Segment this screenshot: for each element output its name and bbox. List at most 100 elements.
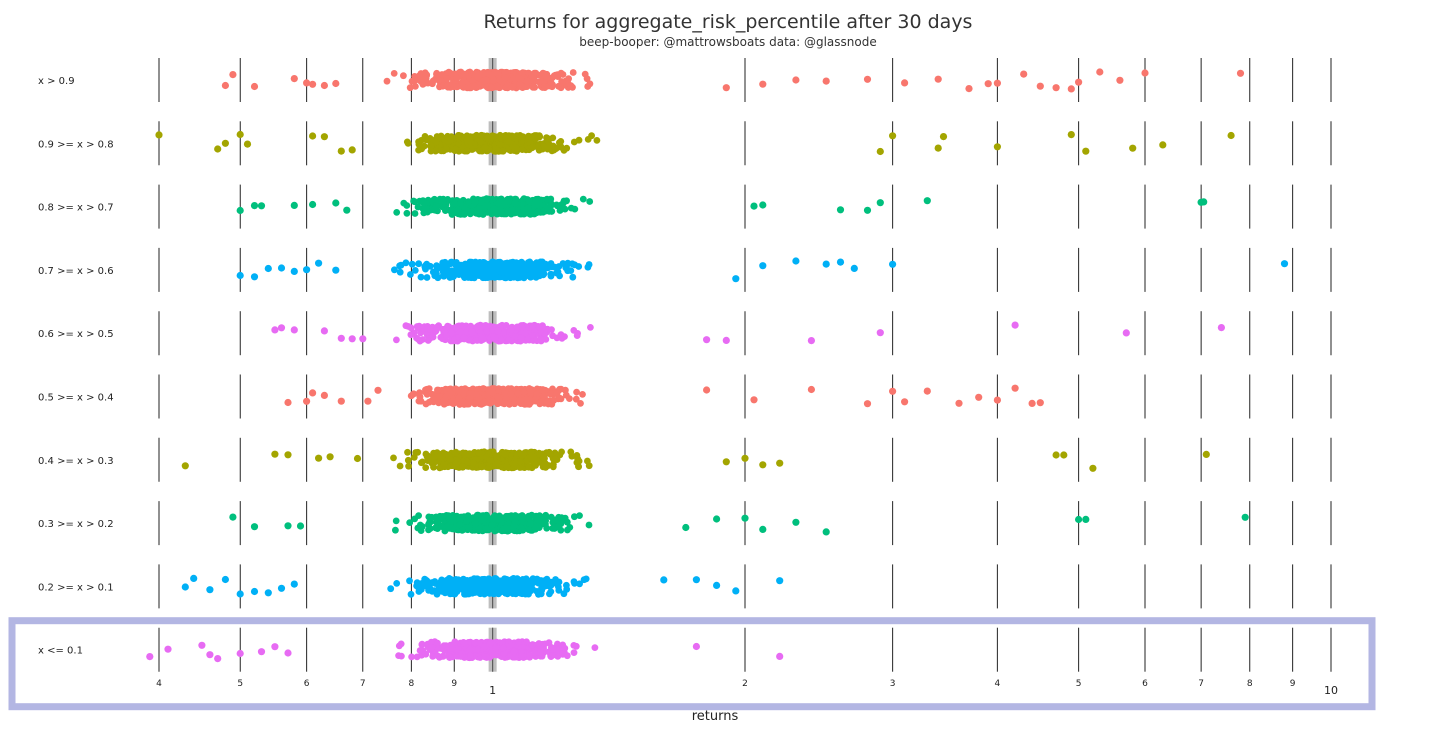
data-point xyxy=(428,644,436,652)
data-point xyxy=(332,199,340,207)
data-point xyxy=(518,133,526,141)
data-point xyxy=(415,588,423,595)
data-point xyxy=(552,455,560,463)
data-point xyxy=(713,515,721,523)
data-point xyxy=(463,517,470,525)
data-point xyxy=(1011,384,1019,392)
data-point xyxy=(250,82,259,91)
data-point xyxy=(572,395,580,403)
data-point xyxy=(1227,131,1235,140)
data-point xyxy=(1036,399,1044,407)
data-point xyxy=(516,80,523,88)
data-point xyxy=(206,651,214,659)
data-point xyxy=(543,524,551,532)
data-point xyxy=(250,273,259,281)
row-label: 0.6 >= x > 0.5 xyxy=(38,329,114,340)
data-point xyxy=(353,454,362,463)
data-point xyxy=(474,73,482,81)
data-point xyxy=(514,390,522,397)
row-label: 0.7 >= x > 0.6 xyxy=(38,266,114,277)
data-point xyxy=(510,647,518,655)
data-point xyxy=(527,454,534,461)
data-point xyxy=(315,259,323,267)
data-point xyxy=(1280,260,1289,268)
data-point xyxy=(499,147,507,155)
data-point xyxy=(284,451,292,459)
data-point xyxy=(660,576,668,584)
data-point xyxy=(407,324,415,332)
data-point xyxy=(586,80,594,88)
data-point xyxy=(436,464,444,472)
data-point xyxy=(416,392,424,400)
data-point xyxy=(1116,76,1124,84)
data-point xyxy=(822,77,830,85)
data-point xyxy=(445,452,453,460)
data-point xyxy=(421,575,429,583)
data-point xyxy=(526,387,534,395)
data-point xyxy=(478,261,485,269)
data-point xyxy=(477,199,485,207)
data-point xyxy=(390,70,398,77)
data-point xyxy=(452,145,460,153)
data-point xyxy=(537,267,544,275)
x-axis-label: returns xyxy=(692,709,739,724)
data-point xyxy=(264,264,272,273)
data-point xyxy=(221,139,229,147)
data-point xyxy=(442,207,449,215)
data-point xyxy=(934,75,942,83)
data-point xyxy=(525,132,532,140)
data-point xyxy=(424,582,432,589)
data-point xyxy=(465,84,473,92)
data-point xyxy=(250,523,259,531)
data-point xyxy=(277,264,286,272)
data-point xyxy=(478,463,486,471)
data-point xyxy=(573,452,581,459)
data-point xyxy=(432,327,440,335)
data-point xyxy=(582,575,590,583)
data-point xyxy=(414,203,422,211)
data-point xyxy=(488,84,496,92)
data-point xyxy=(496,76,504,84)
data-point xyxy=(573,459,581,466)
data-point xyxy=(494,200,502,208)
data-point xyxy=(493,82,501,90)
data-point xyxy=(478,334,486,342)
data-point xyxy=(511,512,519,519)
data-point xyxy=(155,131,163,139)
data-point xyxy=(449,515,457,523)
data-point xyxy=(442,145,450,153)
data-point xyxy=(703,386,711,394)
data-point xyxy=(462,400,470,408)
chart-title: Returns for aggregate_risk_percentile af… xyxy=(484,11,973,33)
data-point xyxy=(250,202,259,210)
data-point xyxy=(555,513,563,521)
data-point xyxy=(447,258,455,266)
data-point xyxy=(489,398,496,406)
data-point xyxy=(532,524,540,531)
data-point xyxy=(512,195,520,203)
data-point xyxy=(553,201,560,209)
data-point xyxy=(503,462,511,470)
data-point xyxy=(455,270,463,278)
data-point xyxy=(488,521,496,529)
x-tick-label: 3 xyxy=(890,679,896,689)
data-point xyxy=(284,398,292,407)
data-point xyxy=(516,586,524,594)
data-point xyxy=(453,74,460,82)
data-point xyxy=(528,641,536,649)
data-point xyxy=(425,526,432,534)
series-1 xyxy=(221,68,1245,93)
x-tick-label: 2 xyxy=(742,679,748,689)
data-point xyxy=(303,79,311,87)
data-point xyxy=(509,262,517,270)
data-point xyxy=(469,77,477,84)
data-point xyxy=(436,653,443,661)
data-point xyxy=(585,462,593,470)
data-point xyxy=(465,198,472,206)
data-point xyxy=(441,135,448,143)
data-point xyxy=(547,272,555,280)
data-point xyxy=(1141,69,1149,77)
data-point xyxy=(467,138,475,146)
data-point xyxy=(374,386,382,394)
data-point xyxy=(490,334,498,342)
